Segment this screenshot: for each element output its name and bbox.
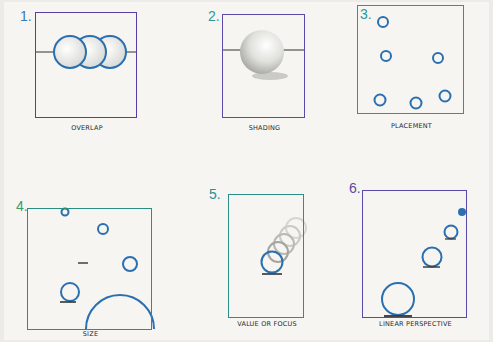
callout-number: 3. <box>360 7 372 21</box>
technique-frame: 1.OVERLAP <box>35 12 137 118</box>
technique-frame: 5.VALUE OR FOCUS <box>228 194 304 318</box>
callout-number: 6. <box>349 181 361 195</box>
technique-caption: VALUE OR FOCUS <box>237 321 296 328</box>
technique-caption: PLACEMENT <box>391 123 432 130</box>
technique-caption: SIZE <box>83 331 98 338</box>
callout-number: 4. <box>16 199 28 213</box>
technique-frame: 6.LINEAR PERSPECTIVE <box>362 190 467 318</box>
technique-caption: OVERLAP <box>71 125 103 132</box>
callout-number: 1. <box>20 9 32 23</box>
technique-caption: SHADING <box>249 125 281 132</box>
callout-number: 5. <box>209 187 221 201</box>
callout-number: 2. <box>208 9 220 23</box>
technique-frame: 3.PLACEMENT <box>357 5 464 114</box>
technique-frame: 4.SIZE <box>27 208 152 330</box>
technique-caption: LINEAR PERSPECTIVE <box>379 321 452 328</box>
technique-frame: 2.SHADING <box>222 14 305 118</box>
